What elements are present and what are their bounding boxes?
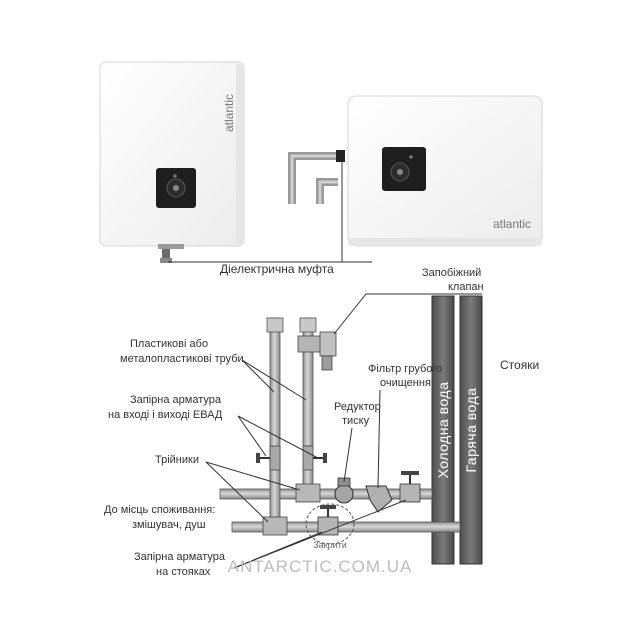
cold-water-riser: [431, 295, 455, 565]
consumption-label-line1: До місць споживання:: [104, 504, 215, 516]
dielectric-coupling-mark: [336, 150, 345, 162]
closed-label: Закрити: [313, 540, 347, 550]
inlet-shutoff-valve: [302, 445, 314, 471]
shutoff-label-line1: Запірна арматура: [130, 394, 222, 406]
reducer-label-line1: Редуктор: [334, 401, 381, 413]
left-water-heater: atlantic: [99, 61, 245, 263]
tees-label: Трійники: [155, 454, 199, 466]
consumption-label-line2: змішувач, душ: [132, 519, 206, 531]
safety-valve: [297, 331, 337, 371]
right-water-heater: atlantic: [347, 95, 543, 247]
dielectric-coupling-label: Діелектрична муфта: [220, 262, 334, 276]
right-heater-brand: atlantic: [493, 217, 531, 231]
plastic-pipes-label-line1: Пластикові або: [130, 338, 208, 350]
coarse-filter-label-line1: Фільтр грубого: [368, 363, 442, 375]
closed-valve-highlight: [305, 503, 355, 545]
riser-shutoff-label-line1: Запірна арматура: [134, 551, 226, 563]
riser-shutoff-valve-cold: [399, 471, 421, 503]
safety-valve-label-line2: клапан: [448, 281, 484, 293]
tee-fitting-cold: [295, 483, 321, 503]
safety-valve-label-line1: Запобіжний: [422, 267, 481, 279]
watermark: ANTARCTIC.COM.UA: [228, 557, 413, 576]
left-heater-brand: atlantic: [222, 94, 236, 132]
plastic-pipes-label-line2: металопластикові труби: [120, 353, 244, 365]
horizontal-pipes: [219, 488, 461, 533]
hot-outlet-pipe: [231, 521, 461, 533]
tee-fittings: [262, 483, 321, 536]
hot-water-label: Гаряча вода: [463, 388, 479, 473]
outlet-shutoff-valve: [269, 445, 281, 471]
cold-water-label: Холодна вода: [435, 382, 451, 479]
riser-shutoff-valve-hot: [317, 505, 339, 536]
riser-shutoff-label-line2: на стояках: [156, 566, 211, 578]
coarse-filter-label-line2: очищення: [380, 377, 431, 389]
coarse-filter: [365, 485, 393, 513]
reducer-label-line2: тиску: [342, 415, 370, 427]
tee-fitting-hot: [262, 516, 288, 536]
hot-water-riser: [459, 295, 483, 565]
riser-pipes: Холодна вода Гаряча вода: [431, 295, 483, 565]
dielectric-coupling-pipe: [288, 150, 345, 204]
risers-label: Стояки: [500, 358, 539, 372]
shutoff-label-line2: на вході і виході ЕВАД: [108, 409, 223, 421]
cold-supply-pipe: [219, 488, 433, 500]
